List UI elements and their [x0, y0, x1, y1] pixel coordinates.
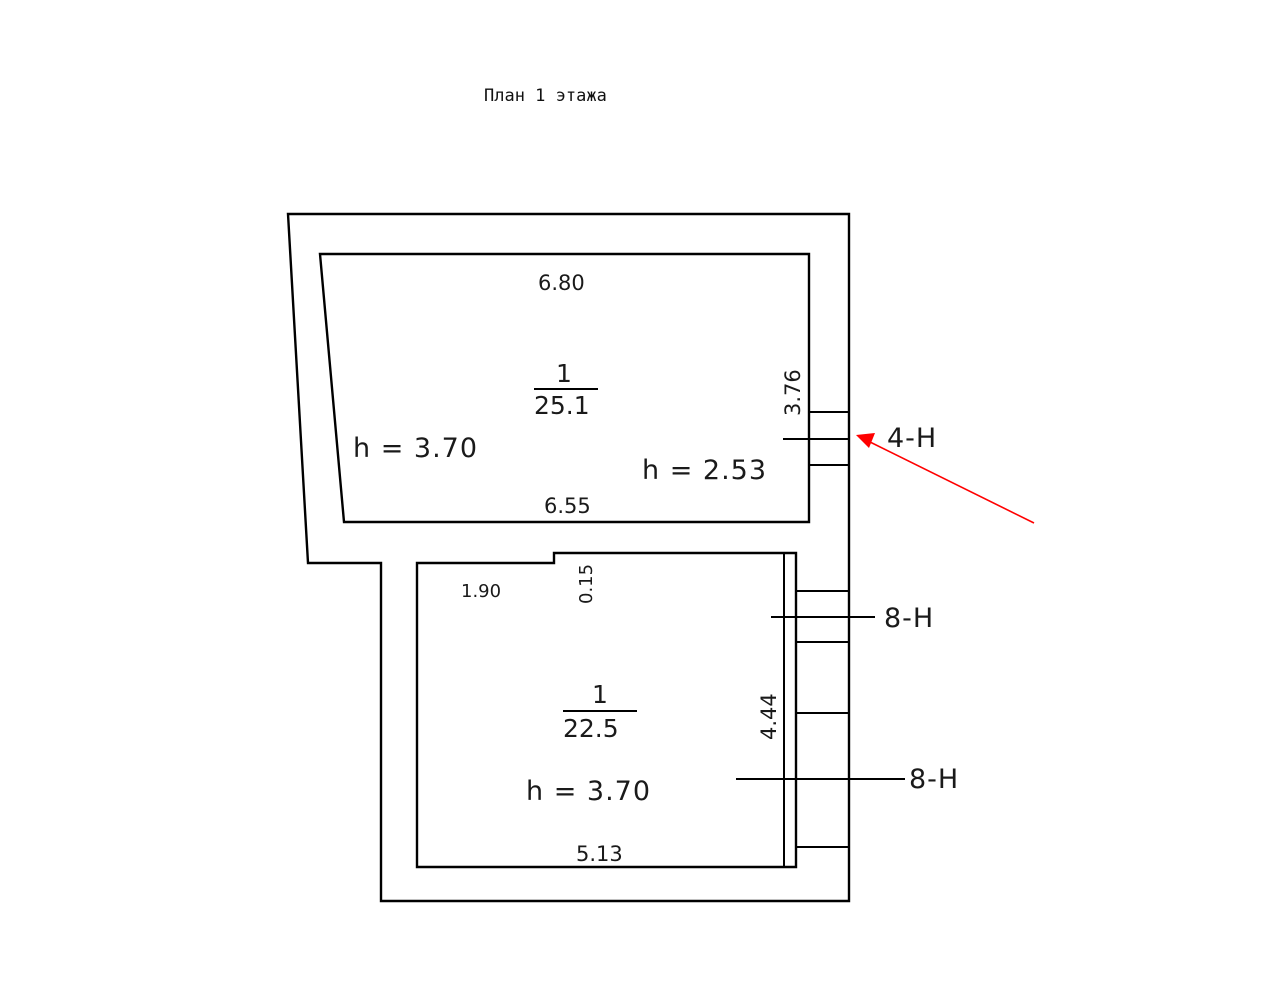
- room-1-dim-right: 3.76: [781, 369, 805, 416]
- room-2-dim-step: 0.15: [576, 564, 597, 604]
- room-2-height: h = 3.70: [526, 776, 651, 807]
- red-arrow-line: [867, 440, 1035, 524]
- room-1-height: h = 3.70: [353, 433, 478, 464]
- room-2-number: 1: [592, 680, 608, 709]
- room-1-outline: [318, 252, 811, 524]
- room-1-dim-bottom: 6.55: [544, 494, 591, 518]
- room-2-dim-bottom: 5.13: [576, 842, 623, 866]
- room-2-outline: [415, 551, 798, 869]
- room-2-dim-right: 4.44: [757, 693, 781, 740]
- room-1-area: 25.1: [534, 391, 590, 420]
- red-arrow-head: [856, 433, 875, 448]
- plan-title: План 1 этажа: [484, 86, 607, 106]
- room-1-dim-top: 6.80: [538, 271, 585, 295]
- tag-8n-lower: 8-Н: [909, 764, 959, 795]
- room-1-number: 1: [556, 359, 572, 388]
- tag-4n: 4-Н: [887, 423, 937, 454]
- room-2-area: 22.5: [563, 714, 619, 743]
- tag-8n-upper: 8-Н: [884, 603, 934, 634]
- outer-wall: [286, 212, 851, 903]
- room-1-height-2: h = 2.53: [642, 455, 767, 486]
- room-2-dim-left-top: 1.90: [461, 581, 501, 602]
